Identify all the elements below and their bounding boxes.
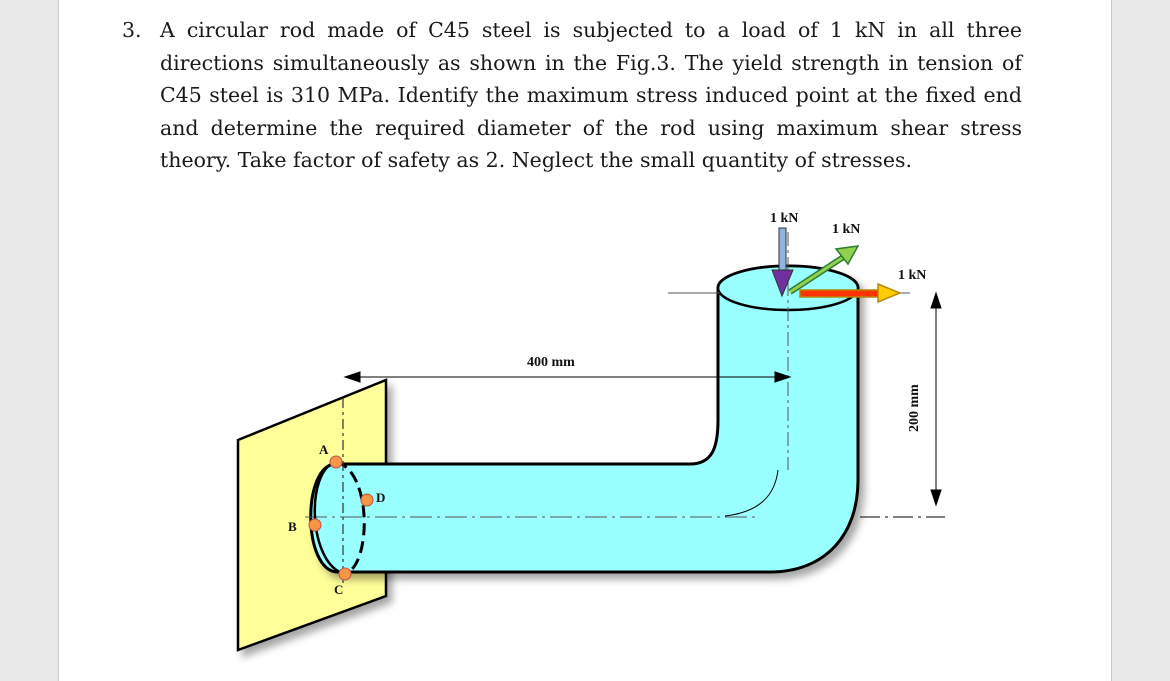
point-d-label: D [376, 490, 385, 505]
length-label: 400 mm [527, 355, 575, 370]
point-d-marker [360, 493, 374, 507]
rod-body [309, 264, 860, 574]
point-b-marker [308, 518, 322, 532]
horizontal-load-arrow [799, 282, 902, 304]
vertical-load-arrow [771, 227, 794, 298]
horizontal-load-label: 1 kN [898, 268, 926, 283]
height-label: 200 mm [907, 384, 922, 432]
stress-points [308, 455, 374, 581]
height-dimension [860, 291, 945, 518]
point-a-label: A [319, 442, 329, 457]
question-text: A circular rod made of C45 steel is subj… [160, 18, 1022, 172]
question-number: 3. [122, 18, 142, 42]
length-dimension [343, 371, 792, 383]
point-c-marker [338, 567, 352, 581]
rod-bend-line [724, 469, 779, 517]
point-b-label: B [288, 519, 297, 534]
vertical-load-label: 1 kN [770, 211, 798, 226]
point-a-marker [329, 455, 343, 469]
inclined-load-label: 1 kN [832, 222, 860, 237]
inclined-load-arrow [788, 245, 860, 295]
point-c-label: C [334, 582, 343, 597]
fixed-end-section [313, 398, 366, 585]
problem-statement: 3. A circular rod made of C45 steel is s… [122, 14, 1022, 177]
